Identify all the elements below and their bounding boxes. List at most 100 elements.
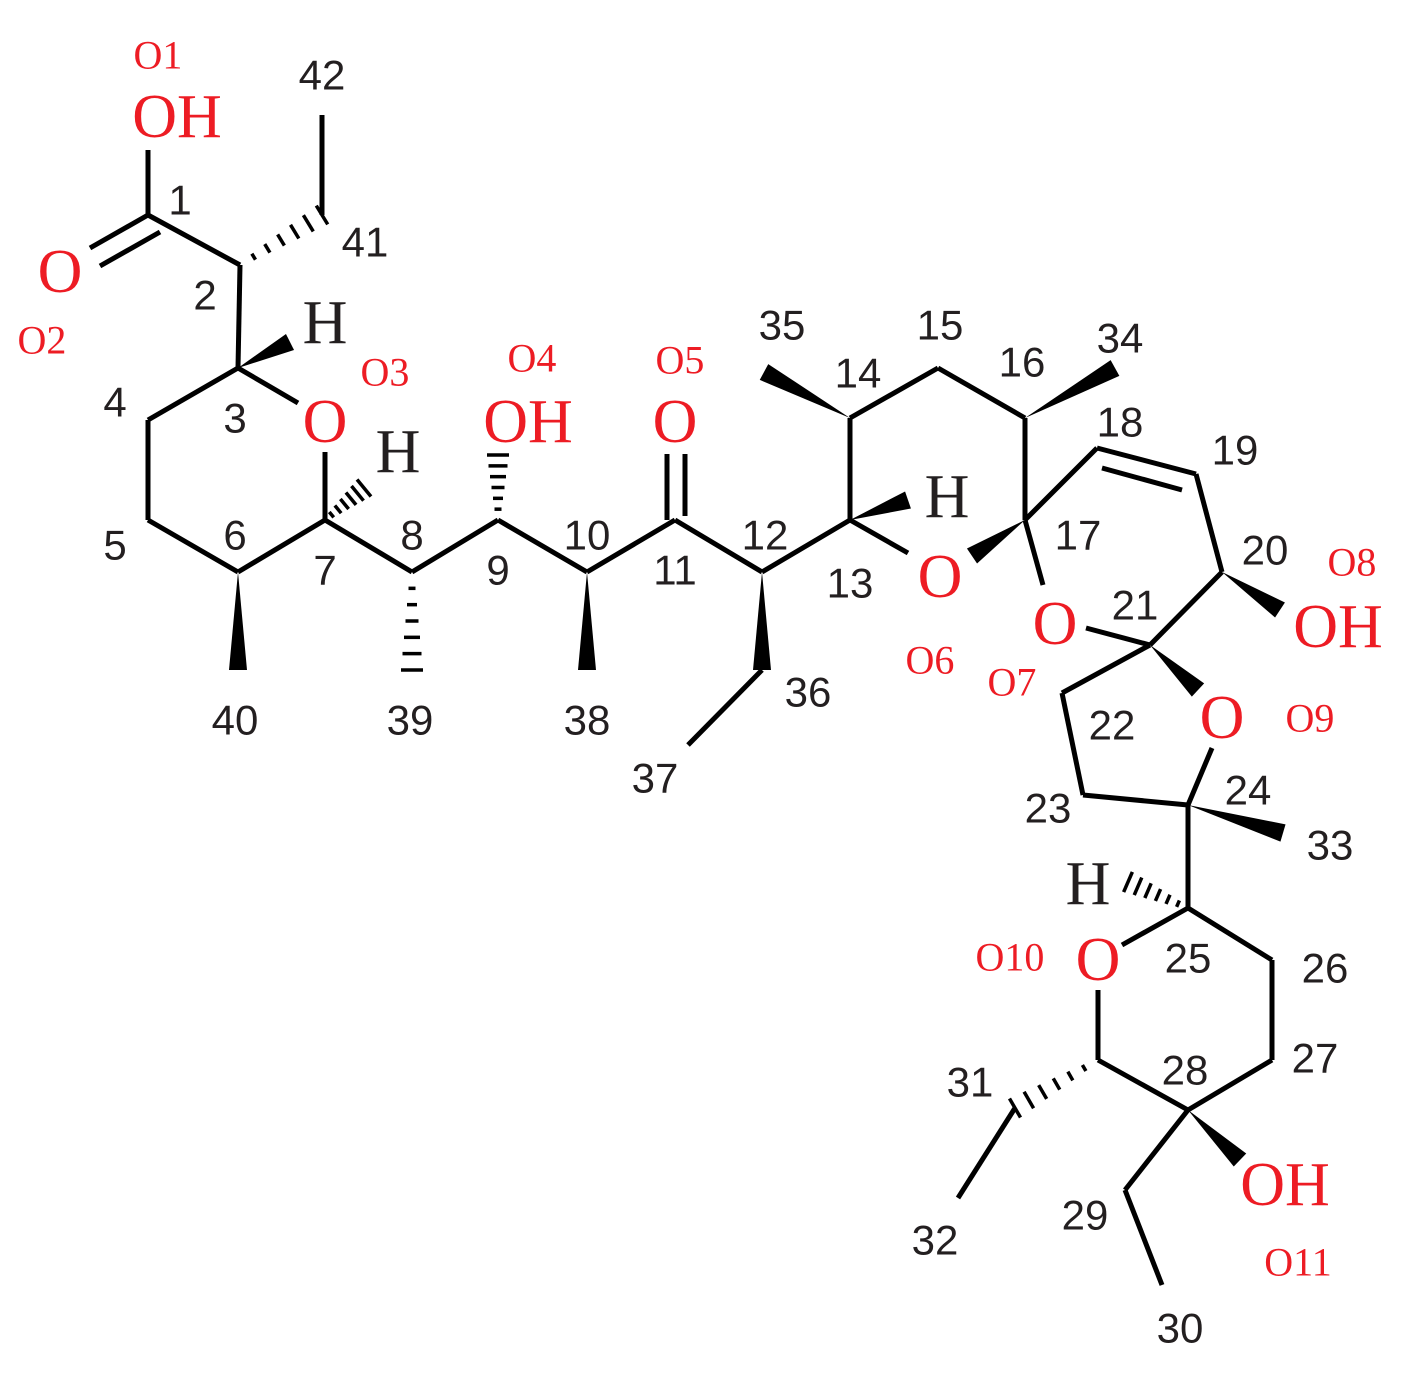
bond-c10-c11 [585,517,677,575]
bond-c3-o3 [236,365,300,406]
carbon-number-12: 12 [742,512,789,559]
hash-stroke [350,484,365,502]
hash-stroke [1037,1084,1049,1100]
hydrogen-c7: H [376,418,421,486]
bond-c29-c30 [1122,1189,1165,1286]
hash-stroke [263,243,272,254]
carbon-number-17: 17 [1055,512,1102,559]
bond-c18-c19-second [1101,465,1183,493]
hash-stroke [339,497,350,511]
wedge-bond-c17-o6 [966,520,1025,564]
hydrogen-c3: H [303,289,348,357]
wedge-bond-c28-o11 [1188,1110,1247,1167]
hash-stroke [1175,899,1181,908]
hash-stroke [276,233,286,247]
bond-c12-c13 [760,517,852,575]
oxygen-number-6: O6 [906,638,955,683]
bond-c27-c28 [1186,1057,1274,1113]
wedge-bond-c13-h [850,491,911,520]
oxygen-o10: O [1076,926,1121,994]
bond-c18-c19 [1096,445,1197,477]
bond-c8-c9 [410,517,500,575]
hydroxyl-o8: OH [1293,593,1383,661]
bond-c25-c26 [1186,905,1274,963]
carbon-number-20: 20 [1242,527,1289,574]
hash-stroke [289,223,301,240]
bond-o9-c24 [1185,747,1215,806]
bond-c1-c2 [146,212,242,268]
oxygen-o2: O [38,238,83,306]
oxygen-number-8: O8 [1328,540,1377,585]
carbon-number-22: 22 [1089,702,1136,749]
carbon-number-4: 4 [103,379,126,426]
carbon-number-39: 39 [387,697,434,744]
carbon-number-18: 18 [1097,399,1144,446]
carbon-number-29: 29 [1062,1192,1109,1239]
carbon-number-7: 7 [313,547,336,594]
carbon-number-19: 19 [1212,427,1259,474]
wedge-bond-c21-o9 [1150,645,1205,697]
bond-c17-o7 [1022,519,1046,586]
carbon-number-33: 33 [1307,822,1354,869]
hydroxyl-o1: OH [132,83,222,151]
bond-c3-c4 [146,365,240,423]
hash-stroke [355,478,373,498]
hash-bond-c31-c32 [1007,1064,1088,1119]
oxygen-number-7: O7 [988,660,1037,705]
hash-stroke [250,252,257,261]
bond-c13-o6 [848,517,910,556]
bonds [88,115,1286,1286]
bond-c22-c23 [1059,692,1086,796]
bond-c19-c20 [1193,473,1225,573]
oxygen-o3: O [303,388,348,456]
oxygen-o6: O [918,543,963,611]
hydrogen-c13: H [925,463,970,531]
hash-stroke [1080,1064,1088,1072]
bond-c1-o2-second [98,229,162,269]
oxygen-number-4: O4 [508,336,557,381]
bond-c15-c16 [936,365,1027,421]
carbon-number-35: 35 [759,302,806,349]
wedge-bond-c14-c35 [759,364,850,418]
bond-c11-c12 [673,517,764,575]
hash-bond-c8-c39 [401,586,423,672]
oxygen-o7: O [1033,590,1078,658]
hash-stroke [301,214,315,233]
carbon-number-6: 6 [223,512,246,559]
hash-stroke [1051,1077,1062,1091]
wedge-bond-c20-o8 [1222,572,1285,618]
carbon-number-23: 23 [1025,785,1072,832]
hash-stroke [344,491,358,506]
carbon-number-24: 24 [1225,767,1272,814]
wedge-bond-c3-h [238,333,295,368]
carbon-number-37: 37 [632,755,679,802]
carbon-number-11: 11 [653,547,697,594]
carbon-number-32: 32 [912,1217,959,1264]
oxygen-number-11: O11 [1264,1240,1331,1285]
hash-stroke [1143,882,1153,899]
carbon-number-25: 25 [1165,935,1212,982]
carbon-number-40: 40 [212,697,259,744]
oxygen-o5: O [653,388,698,456]
hash-stroke [333,504,343,515]
oxygen-number-9: O9 [1286,696,1335,741]
oxygen-number-1: O1 [134,33,183,78]
carbon-number-26: 26 [1302,945,1349,992]
bond-c31-c32 [955,1106,1018,1200]
hash-bond-c25-h [1122,871,1181,908]
bond-c9-c10 [496,517,589,575]
bond-c2-c3 [235,264,243,369]
carbon-number-3: 3 [223,395,246,442]
carbon-number-21: 21 [1112,582,1159,629]
bond-c36-c37 [686,668,764,747]
carbon-number-9: 9 [486,547,509,594]
carbon-number-42: 42 [299,52,346,99]
bond-o7-c21 [1085,625,1151,648]
hash-stroke [1132,876,1144,896]
bond-c28-c29 [1123,1108,1190,1192]
bond-c17-c18 [1023,446,1099,522]
hydroxyl-o4: OH [483,388,573,456]
hash-bond-c9-o4 [487,453,509,511]
